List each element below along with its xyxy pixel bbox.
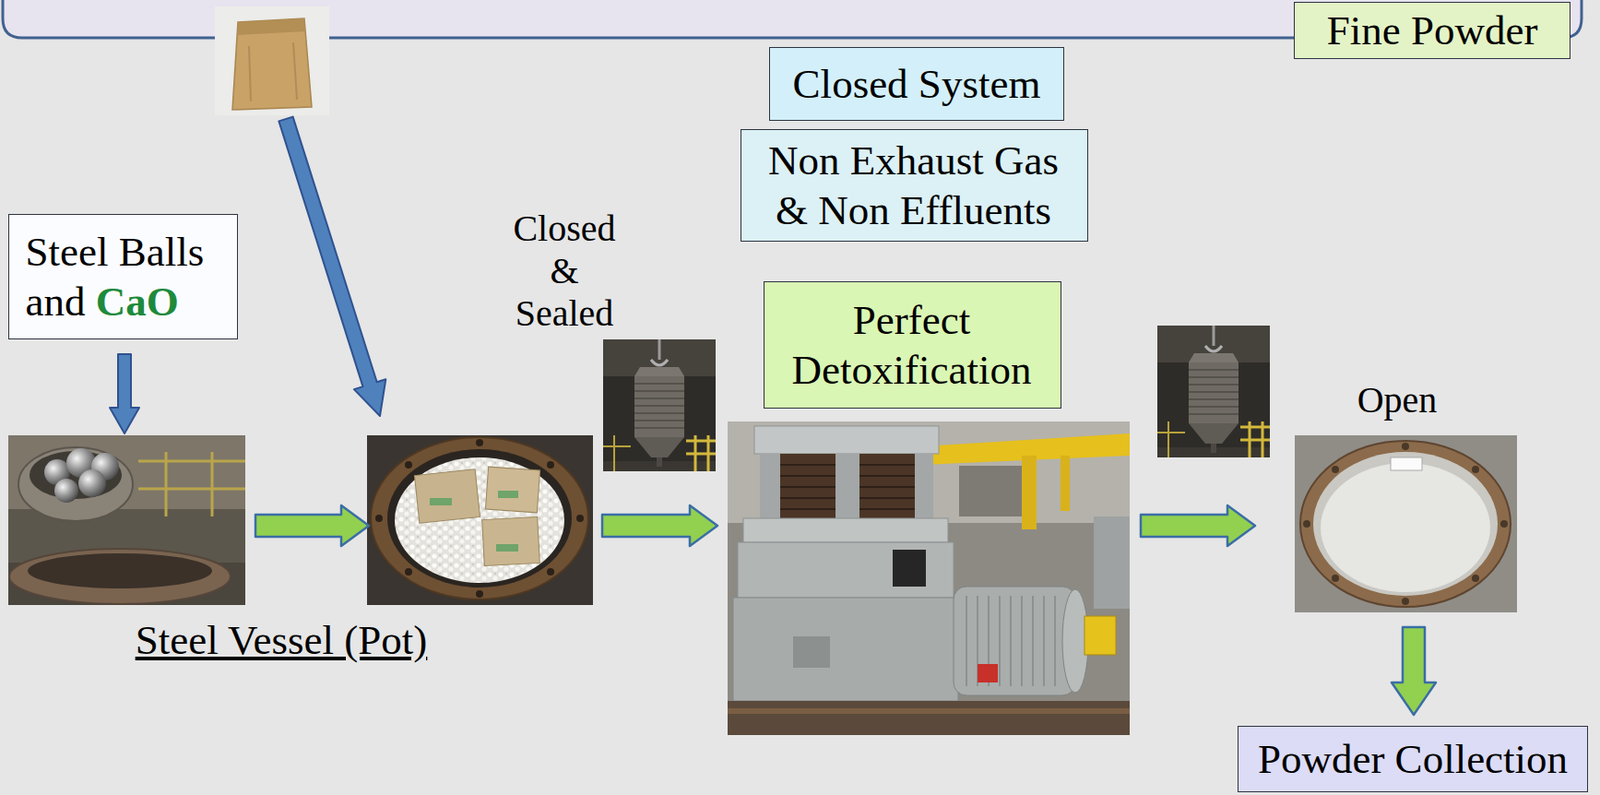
pot-bags-photo-part	[367, 435, 593, 605]
flow-arrow	[255, 505, 1436, 715]
node-text: Steel Balls and CaO	[25, 226, 220, 327]
pot-balls-photo-part	[78, 469, 107, 498]
pot-bags-photo-part	[375, 438, 584, 598]
pot-bags-photo-part-part	[375, 514, 383, 522]
mill-photo-part	[733, 597, 959, 701]
bag-photo-part	[237, 18, 306, 36]
text-word	[107, 228, 119, 275]
flow-arrow-part	[1140, 505, 1256, 546]
open-pot-photo-part-part	[1331, 574, 1340, 582]
bag-photo-part	[232, 18, 312, 110]
bag-photo-part	[248, 42, 297, 102]
pot-bags-photo-part-part	[475, 590, 484, 598]
open-pot-photo-part	[1300, 440, 1511, 607]
open-pot-photo-part-part	[1331, 465, 1340, 474]
open-pot-photo-part-part	[1303, 520, 1311, 528]
bag-photo-part	[214, 6, 330, 116]
mill-photo-part	[737, 542, 954, 598]
pot-bags-photo-part	[394, 457, 565, 583]
pot-bags-photo-part	[482, 516, 541, 566]
mill-photo-part	[780, 464, 915, 510]
flow-arrow-part	[602, 505, 718, 546]
node-text: Fine Powder	[1326, 5, 1539, 56]
mill-photo-part	[743, 518, 949, 543]
open-pot-photo-part	[1390, 457, 1423, 471]
text-word: Balls	[118, 228, 205, 275]
pot-balls-photo-part	[8, 435, 246, 605]
hanging-vessel-photo	[1157, 325, 1270, 458]
mill-photo-part	[727, 421, 1130, 523]
input-box: Steel Balls and CaO	[8, 213, 238, 340]
pot-bags-photo-part	[387, 449, 572, 588]
blue-arrow-part	[278, 117, 386, 416]
pot-bags-photo-part	[485, 466, 540, 513]
bag-photo	[214, 6, 330, 116]
open-pot-photo-part-part	[1471, 574, 1480, 582]
open-pot-photo-part-part	[1500, 520, 1508, 528]
open-pot-photo-part	[1303, 442, 1508, 605]
mill-photo-part	[1084, 616, 1116, 655]
pot-bags-photo-part-part	[576, 514, 584, 522]
flow-arrow-part	[255, 505, 369, 546]
pot-bags-photo-part-part	[404, 461, 413, 469]
mill-photo-part	[959, 465, 1024, 517]
open-pot-photo-part-part	[1401, 597, 1410, 605]
blue-arrow-part	[109, 354, 140, 434]
mill-photo-part	[727, 700, 1130, 735]
hanging-vessel-photo	[603, 339, 716, 472]
node-text: Closed System	[792, 59, 1042, 109]
text-word: Steel	[25, 228, 109, 275]
product-box: Fine Powder	[1293, 1, 1571, 60]
open-pot-photo-part	[1320, 462, 1491, 593]
open-pot-photo-part-part	[1471, 465, 1480, 474]
pot-balls-photo-part	[27, 553, 213, 589]
pot-balls-photo	[8, 435, 246, 605]
pot-balls-photo-part	[18, 447, 133, 522]
pot-balls-photo-part	[54, 478, 79, 503]
open-pot-photo-part-part	[1401, 442, 1410, 451]
open-pot-photo	[1294, 435, 1518, 613]
pot-bags-photo-part	[414, 469, 480, 524]
mill-photo-part	[1060, 455, 1070, 511]
pot-bags-photo-part-part	[546, 461, 555, 469]
pot-balls-photo-part	[138, 451, 246, 517]
process-note: Open	[1357, 378, 1438, 423]
node-text: Powder Collection	[1256, 734, 1569, 784]
node-text: Perfect Detoxification	[782, 295, 1042, 395]
text-word: and	[25, 278, 86, 325]
process-note: Closed & Sealed	[505, 207, 624, 335]
mill-photo-part	[793, 636, 830, 668]
pot-bags-photo-part-part	[404, 568, 413, 576]
open-pot-photo-part	[1294, 435, 1518, 613]
flow-arrow-part	[1391, 627, 1436, 715]
mill-photo-part	[1093, 516, 1130, 609]
open-pot-photo-part	[1313, 451, 1498, 596]
mill-photo-part	[754, 426, 939, 454]
node-text: Non Exhaust Gas & Non Effluents	[761, 135, 1067, 236]
pot-bags-photo-part	[496, 544, 519, 552]
mill-photo-part	[966, 595, 1055, 687]
pot-bags-photo-part-part	[546, 568, 555, 576]
mill-photo	[727, 421, 1130, 735]
mill-photo-part	[727, 708, 1130, 714]
text-word: CaO	[95, 278, 179, 325]
mill-photo-part	[727, 421, 1130, 735]
pot-balls-photo-part	[9, 548, 231, 605]
feature-box: Non Exhaust Gas & Non Effluents	[740, 129, 1089, 242]
text-word	[84, 278, 95, 325]
mill-photo-part	[892, 549, 926, 587]
pot-bags-photo-part	[497, 490, 519, 498]
mill-photo-part	[977, 663, 998, 683]
feature-box: Closed System	[769, 47, 1065, 121]
pot-bags-photo-part-part	[475, 438, 484, 447]
pot-bags-photo-part	[370, 437, 589, 600]
vessel-caption: Steel Vessel (Pot)	[135, 615, 428, 665]
pot-bags-photo	[367, 435, 593, 605]
mill-photo-part	[1021, 455, 1037, 530]
output-box: Powder Collection	[1237, 725, 1589, 793]
pot-bags-photo-part	[429, 497, 452, 506]
mill-photo-part	[953, 586, 1076, 696]
result-box: Perfect Detoxification	[763, 281, 1062, 409]
